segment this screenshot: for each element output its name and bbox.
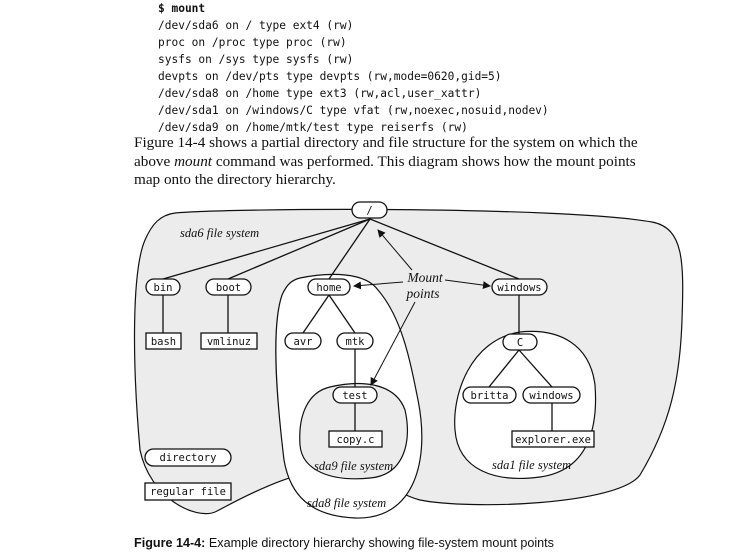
legend-regular-file: regular file xyxy=(144,482,232,501)
mount-points-label-line1: Mount xyxy=(406,270,443,285)
directory-avr: avr xyxy=(284,332,322,350)
directory-label: test xyxy=(342,390,367,402)
directory-label: mtk xyxy=(346,336,366,348)
directory-label: / xyxy=(366,205,372,217)
directory-bin: bin xyxy=(145,278,181,296)
directory-label: boot xyxy=(216,282,241,294)
code-line: /dev/sda6 on / type ext4 (rw) xyxy=(158,19,354,32)
directory-test: test xyxy=(332,386,378,404)
legend-directory: directory xyxy=(144,448,232,467)
mount-emphasis: mount xyxy=(174,152,213,170)
directory-boot: boot xyxy=(205,278,252,296)
figure-caption-text: Example directory hierarchy showing file… xyxy=(205,536,554,550)
paragraph-line: above mount command was performed. This … xyxy=(134,153,674,172)
sda1-label: sda1 file system xyxy=(492,458,571,472)
code-line-mount-command: $ mount xyxy=(158,2,206,15)
directory-label: windows xyxy=(497,282,541,294)
directory-label: C xyxy=(517,337,523,349)
file-label: bash xyxy=(151,336,176,348)
file-explorer-exe: explorer.exe xyxy=(511,430,595,448)
sda9-label: sda9 file system xyxy=(314,459,393,473)
file-bash: bash xyxy=(145,332,182,350)
mount-point-arrows xyxy=(353,229,491,386)
tree-edges xyxy=(162,218,553,431)
code-line: sysfs on /sys type sysfs (rw) xyxy=(158,53,354,66)
figure-caption-label: Figure 14-4: xyxy=(134,536,206,550)
legend-regular-file-label: regular file xyxy=(150,486,226,498)
file-label: vmlinuz xyxy=(207,336,251,348)
directory-label: avr xyxy=(294,336,313,348)
directory-windows-top: windows xyxy=(491,278,548,296)
file-copy-c: copy.c xyxy=(328,430,383,448)
file-vmlinuz: vmlinuz xyxy=(200,332,258,350)
code-line: proc on /proc type proc (rw) xyxy=(158,36,347,49)
sda8-label: sda8 file system xyxy=(307,496,386,510)
directory-britta: britta xyxy=(462,386,517,404)
directory-windows-sub: windows xyxy=(522,386,581,404)
directory-root: / xyxy=(351,201,388,219)
paragraph-text: command was performed. This diagram show… xyxy=(212,152,636,170)
mount-points-label-line2: points xyxy=(405,286,439,301)
paragraph-line: Figure 14-4 shows a partial directory an… xyxy=(134,134,638,151)
figure-caption: Figure 14-4: Example directory hierarchy… xyxy=(134,536,554,550)
directory-label: britta xyxy=(471,390,509,402)
directory-label: bin xyxy=(154,282,173,294)
code-line: devpts on /dev/pts type devpts (rw,mode=… xyxy=(158,70,502,83)
directory-label: windows xyxy=(529,390,573,402)
directory-label: home xyxy=(316,282,341,294)
file-label: explorer.exe xyxy=(515,434,591,446)
code-line: /dev/sda8 on /home type ext3 (rw,acl,use… xyxy=(158,87,482,100)
legend-directory-label: directory xyxy=(160,452,217,464)
sda6-label: sda6 file system xyxy=(180,226,259,240)
file-label: copy.c xyxy=(337,434,375,446)
directory-mtk: mtk xyxy=(336,332,374,350)
code-line: /dev/sda9 on /home/mtk/test type reiserf… xyxy=(158,121,468,134)
paragraph-line: map onto the directory hierarchy. xyxy=(134,171,336,188)
directory-home: home xyxy=(307,278,351,296)
directory-c: C xyxy=(502,333,538,351)
paragraph-text: above xyxy=(134,152,175,170)
body-paragraph: Figure 14-4 shows a partial directory an… xyxy=(134,134,674,190)
code-line: /dev/sda1 on /windows/C type vfat (rw,no… xyxy=(158,104,549,117)
mount-output-code-block: $ mount /dev/sda6 on / type ext4 (rw) pr… xyxy=(158,0,549,136)
